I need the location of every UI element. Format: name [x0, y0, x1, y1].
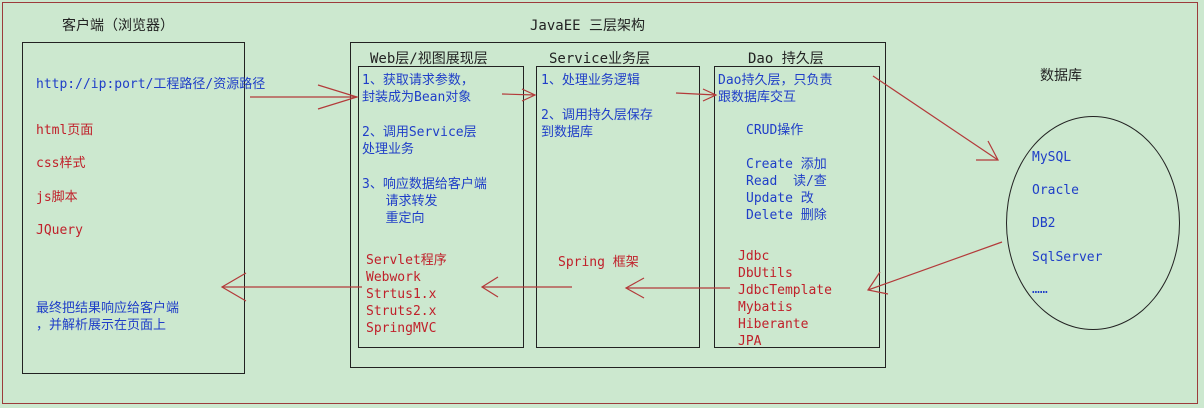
- dao-crud-item: Create 添加: [746, 157, 827, 172]
- dao-tech: Mybatis: [738, 300, 793, 315]
- dao-tech: DbUtils: [738, 266, 793, 281]
- client-item-js: js脚本: [36, 190, 78, 205]
- web-step: 1、获取请求参数，: [362, 73, 474, 88]
- dao-crud-item: Delete 删除: [746, 208, 827, 223]
- database-item: SqlServer: [1032, 250, 1103, 265]
- web-tech: Struts2.x: [366, 304, 437, 319]
- client-result-line1: 最终把结果响应给客户端: [36, 301, 180, 316]
- database-ellipse: [1006, 116, 1180, 330]
- dao-desc: 跟数据库交互: [718, 90, 797, 105]
- client-item-html: html页面: [36, 123, 94, 138]
- dao-crud-item: Update 改: [746, 191, 814, 206]
- arrow-dao-to-db-head: [976, 140, 999, 161]
- web-tech: SpringMVC: [366, 321, 437, 336]
- database-item: DB2: [1032, 216, 1056, 231]
- client-box: [22, 42, 245, 374]
- arrow-service-to-web-head: [480, 276, 499, 298]
- service-step: 1、处理业务逻辑: [541, 73, 640, 88]
- client-url: http://ip:port/工程路径/资源路径: [36, 77, 266, 92]
- service-step: 2、调用持久层保存: [541, 108, 653, 123]
- web-title: Web层/视图展现层: [370, 51, 488, 67]
- arrow-db-to-dao-head: [867, 271, 889, 295]
- client-item-css: css样式: [36, 156, 86, 171]
- dao-tech: Jdbc: [738, 249, 770, 264]
- web-tech: Webwork: [366, 270, 421, 285]
- web-step: 2、调用Service层: [362, 125, 477, 140]
- web-tech: Servlet程序: [366, 253, 447, 268]
- arrow-db-to-dao: [867, 241, 1003, 291]
- arrow-web-to-service-head: [521, 88, 537, 102]
- service-step: 到数据库: [541, 125, 594, 140]
- database-item: ……: [1032, 282, 1048, 297]
- outer-frame: [2, 2, 1198, 404]
- dao-tech: Hiberante: [738, 317, 809, 332]
- client-title: 客户端（浏览器）: [62, 18, 174, 34]
- database-title: 数据库: [1040, 68, 1082, 84]
- web-step: 处理业务: [362, 142, 415, 157]
- database-item: Oracle: [1032, 183, 1079, 198]
- service-box: [536, 66, 700, 348]
- three-tier-box: [350, 42, 886, 368]
- arrow-service-to-dao: [675, 92, 717, 96]
- dao-tech: JPA: [738, 334, 762, 349]
- web-step: 重定向: [362, 211, 425, 226]
- diagram-title: JavaEE 三层架构: [530, 18, 646, 34]
- arrow-request-head: [317, 84, 360, 110]
- dao-tech: JdbcTemplate: [738, 283, 832, 298]
- client-item-jquery: JQuery: [36, 223, 83, 238]
- web-step: 3、响应数据给客户端: [362, 177, 487, 192]
- web-step: 请求转发: [362, 194, 438, 209]
- client-result-line2: ，并解析展示在页面上: [36, 318, 167, 333]
- arrow-dao-to-service-head: [624, 277, 645, 299]
- service-tech: Spring 框架: [558, 255, 639, 270]
- arrow-service-to-dao-head: [702, 88, 718, 102]
- arrow-dao-to-db: [872, 75, 999, 161]
- arrow-response-head: [220, 272, 247, 302]
- arrow-web-to-service: [501, 93, 536, 96]
- service-title: Service业务层: [549, 51, 651, 67]
- web-step: 封装成为Bean对象: [362, 90, 472, 105]
- dao-crud-title: CRUD操作: [746, 123, 804, 138]
- web-tech: Strtus1.x: [366, 287, 437, 302]
- dao-crud-item: Read 读/查: [746, 174, 827, 189]
- dao-title: Dao 持久层: [748, 51, 824, 67]
- dao-box: [714, 66, 880, 348]
- web-box: [358, 66, 524, 348]
- dao-desc: Dao持久层，只负责: [718, 73, 833, 88]
- database-item: MySQL: [1032, 150, 1072, 165]
